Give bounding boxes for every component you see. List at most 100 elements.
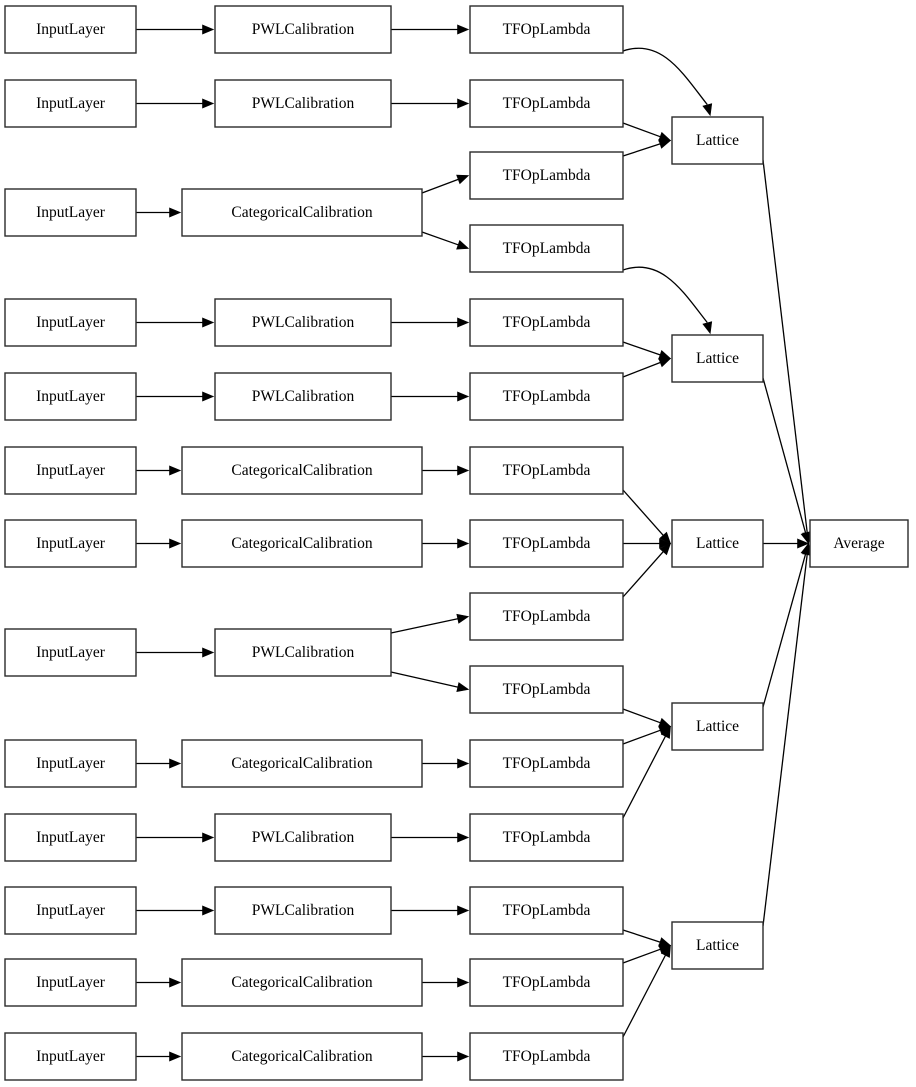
node-pwlcalibration-cal4[interactable]: PWLCalibration — [214, 298, 392, 347]
node-tfop-lambda-lam9[interactable]: TFOpLambda — [469, 592, 624, 641]
node-categorical-calibration-cal3[interactable]: CategoricalCalibration — [181, 188, 423, 237]
node-tfop-lambda-lam15[interactable]: TFOpLambda — [469, 1032, 624, 1081]
node-pwlcalibration-cal10[interactable]: PWLCalibration — [214, 813, 392, 862]
node-box[interactable] — [4, 5, 137, 54]
node-input-layer-in12[interactable]: InputLayer — [4, 958, 137, 1007]
edge-line — [622, 551, 664, 598]
node-box[interactable] — [4, 628, 137, 677]
node-tfop-lambda-lam13[interactable]: TFOpLambda — [469, 886, 624, 935]
node-tfop-lambda-lam4[interactable]: TFOpLambda — [469, 224, 624, 273]
node-pwlcalibration-cal5[interactable]: PWLCalibration — [214, 372, 392, 421]
node-average-avg[interactable]: Average — [809, 519, 909, 568]
node-box[interactable] — [214, 813, 392, 862]
node-box[interactable] — [4, 446, 137, 495]
node-box[interactable] — [671, 702, 764, 751]
node-tfop-lambda-lam8[interactable]: TFOpLambda — [469, 519, 624, 568]
node-box[interactable] — [469, 224, 624, 273]
node-input-layer-in3[interactable]: InputLayer — [4, 188, 137, 237]
node-input-layer-in7[interactable]: InputLayer — [4, 519, 137, 568]
node-box[interactable] — [214, 298, 392, 347]
node-categorical-calibration-cal7[interactable]: CategoricalCalibration — [181, 519, 423, 568]
node-input-layer-in2[interactable]: InputLayer — [4, 79, 137, 128]
node-pwlcalibration-cal1[interactable]: PWLCalibration — [214, 5, 392, 54]
node-pwlcalibration-cal11[interactable]: PWLCalibration — [214, 886, 392, 935]
node-box[interactable] — [4, 372, 137, 421]
node-tfop-lambda-lam12[interactable]: TFOpLambda — [469, 813, 624, 862]
edge-line — [622, 361, 661, 378]
node-categorical-calibration-cal9[interactable]: CategoricalCalibration — [181, 739, 423, 788]
node-input-layer-in10[interactable]: InputLayer — [4, 813, 137, 862]
node-box[interactable] — [469, 886, 624, 935]
node-lattice-lat3[interactable]: Lattice — [671, 519, 764, 568]
node-box[interactable] — [469, 739, 624, 788]
node-box[interactable] — [4, 79, 137, 128]
node-box[interactable] — [4, 298, 137, 347]
node-box[interactable] — [181, 1032, 423, 1081]
node-box[interactable] — [181, 519, 423, 568]
node-box[interactable] — [181, 739, 423, 788]
node-pwlcalibration-cal8[interactable]: PWLCalibration — [214, 628, 392, 677]
node-tfop-lambda-lam7[interactable]: TFOpLambda — [469, 446, 624, 495]
node-box[interactable] — [671, 921, 764, 970]
node-lattice-lat4[interactable]: Lattice — [671, 702, 764, 751]
node-box[interactable] — [4, 886, 137, 935]
node-tfop-lambda-lam14[interactable]: TFOpLambda — [469, 958, 624, 1007]
node-box[interactable] — [469, 519, 624, 568]
node-box[interactable] — [469, 5, 624, 54]
node-lattice-lat5[interactable]: Lattice — [671, 921, 764, 970]
node-input-layer-in13[interactable]: InputLayer — [4, 1032, 137, 1081]
node-pwlcalibration-cal2[interactable]: PWLCalibration — [214, 79, 392, 128]
node-input-layer-in4[interactable]: InputLayer — [4, 298, 137, 347]
node-box[interactable] — [469, 813, 624, 862]
node-input-layer-in8[interactable]: InputLayer — [4, 628, 137, 677]
node-box[interactable] — [469, 958, 624, 1007]
node-box[interactable] — [4, 1032, 137, 1081]
node-box[interactable] — [4, 739, 137, 788]
node-box[interactable] — [469, 592, 624, 641]
node-input-layer-in9[interactable]: InputLayer — [4, 739, 137, 788]
node-box[interactable] — [469, 665, 624, 714]
node-box[interactable] — [214, 79, 392, 128]
node-tfop-lambda-lam1[interactable]: TFOpLambda — [469, 5, 624, 54]
node-box[interactable] — [469, 372, 624, 421]
node-box[interactable] — [4, 188, 137, 237]
node-lattice-lat1[interactable]: Lattice — [671, 116, 764, 165]
node-box[interactable] — [671, 519, 764, 568]
node-box[interactable] — [181, 446, 423, 495]
node-box[interactable] — [4, 813, 137, 862]
edge-line — [421, 231, 459, 246]
node-box[interactable] — [469, 298, 624, 347]
edge-arrowhead — [800, 531, 811, 545]
node-tfop-lambda-lam10[interactable]: TFOpLambda — [469, 665, 624, 714]
node-box[interactable] — [809, 519, 909, 568]
node-lattice-lat2[interactable]: Lattice — [671, 334, 764, 383]
node-box[interactable] — [469, 151, 624, 200]
node-label: Lattice — [696, 937, 739, 954]
node-categorical-calibration-cal6[interactable]: CategoricalCalibration — [181, 446, 423, 495]
node-box[interactable] — [214, 372, 392, 421]
node-input-layer-in5[interactable]: InputLayer — [4, 372, 137, 421]
node-tfop-lambda-lam11[interactable]: TFOpLambda — [469, 739, 624, 788]
node-box[interactable] — [214, 886, 392, 935]
node-box[interactable] — [181, 958, 423, 1007]
node-categorical-calibration-cal13[interactable]: CategoricalCalibration — [181, 1032, 423, 1081]
node-box[interactable] — [4, 958, 137, 1007]
node-input-layer-in6[interactable]: InputLayer — [4, 446, 137, 495]
node-box[interactable] — [214, 628, 392, 677]
node-tfop-lambda-lam3[interactable]: TFOpLambda — [469, 151, 624, 200]
node-box[interactable] — [469, 1032, 624, 1081]
node-tfop-lambda-lam2[interactable]: TFOpLambda — [469, 79, 624, 128]
node-tfop-lambda-lam5[interactable]: TFOpLambda — [469, 298, 624, 347]
edge-line — [622, 708, 661, 724]
node-box[interactable] — [469, 446, 624, 495]
node-categorical-calibration-cal12[interactable]: CategoricalCalibration — [181, 958, 423, 1007]
node-box[interactable] — [671, 116, 764, 165]
node-box[interactable] — [181, 188, 423, 237]
node-input-layer-in11[interactable]: InputLayer — [4, 886, 137, 935]
node-box[interactable] — [4, 519, 137, 568]
node-box[interactable] — [469, 79, 624, 128]
node-input-layer-in1[interactable]: InputLayer — [4, 5, 137, 54]
node-box[interactable] — [671, 334, 764, 383]
node-tfop-lambda-lam6[interactable]: TFOpLambda — [469, 372, 624, 421]
node-box[interactable] — [214, 5, 392, 54]
